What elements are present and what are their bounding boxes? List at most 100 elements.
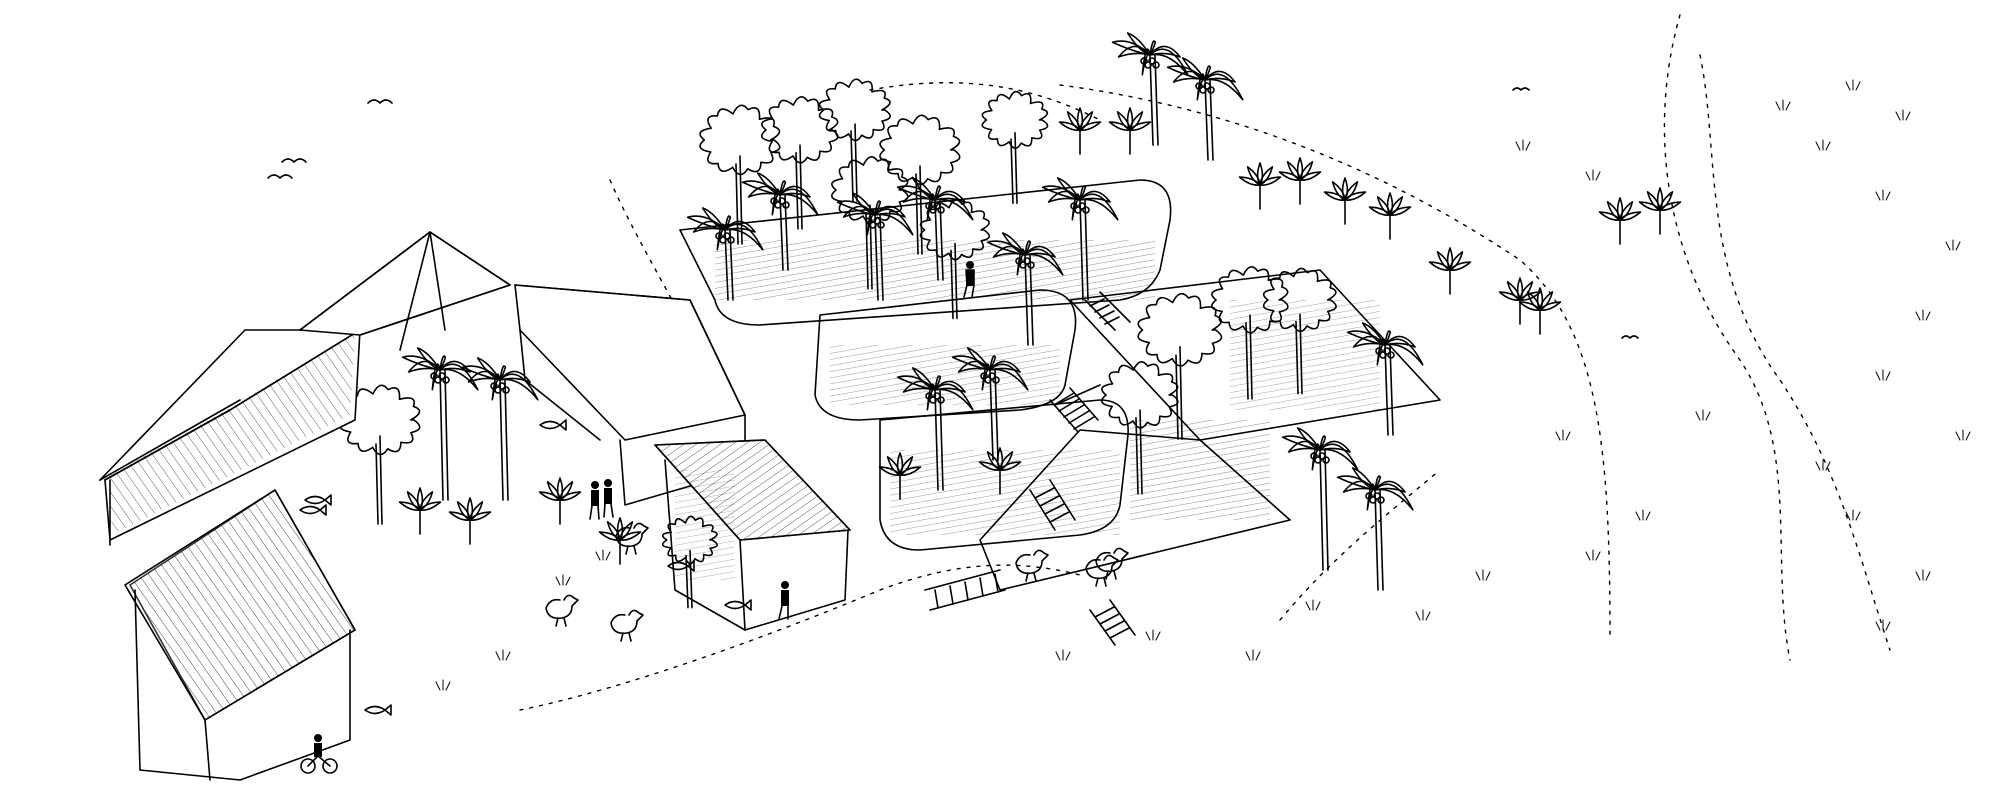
- tree: [981, 90, 1049, 204]
- grass-tuft: [1815, 139, 1831, 151]
- shrub: [448, 497, 492, 545]
- grass-tuft: [555, 574, 571, 586]
- grass-tuft: [1055, 649, 1071, 661]
- grass-tuft: [1875, 369, 1891, 381]
- building-back-tent: [299, 231, 511, 351]
- ladder: [1029, 479, 1076, 531]
- grass-tuft: [1775, 99, 1791, 111]
- grass-tuft: [1415, 609, 1431, 621]
- grass-tuft: [1895, 109, 1911, 121]
- shrub: [398, 487, 442, 535]
- fish-icon: [539, 419, 567, 431]
- ladder: [1089, 599, 1136, 646]
- shrub: [1108, 107, 1152, 155]
- tree: [919, 199, 991, 320]
- person: [589, 481, 600, 520]
- shrub: [1598, 197, 1642, 245]
- shrub: [1058, 107, 1102, 155]
- person: [778, 581, 789, 620]
- shrub: [1428, 247, 1472, 295]
- grass-tuft: [1955, 429, 1971, 441]
- palm-tree: [896, 177, 974, 281]
- shrubs: [398, 107, 1682, 565]
- tree: [1101, 361, 1179, 495]
- grass-tuft: [1695, 409, 1711, 421]
- grass-tuft: [1875, 619, 1891, 631]
- grass-tufts: [435, 79, 1971, 691]
- chickens: [545, 522, 1129, 642]
- garden-plots-right: [979, 269, 1441, 591]
- fish-icon: [667, 560, 695, 572]
- palm-tree: [896, 367, 974, 491]
- ladder: [1084, 291, 1131, 331]
- palm-tree: [1166, 57, 1244, 161]
- chicken: [610, 609, 644, 642]
- ladder: [1054, 384, 1101, 406]
- grass-tuft: [1245, 649, 1261, 661]
- palm-tree: [1281, 427, 1359, 571]
- building-right-shed: [654, 439, 851, 631]
- fish-icon: [364, 704, 392, 716]
- grass-tuft: [1915, 309, 1931, 321]
- chicken: [545, 594, 579, 627]
- palm-tree: [1111, 32, 1189, 146]
- grass-tuft: [1555, 429, 1571, 441]
- birds: [267, 87, 1639, 339]
- tree: [818, 78, 891, 202]
- shrub: [978, 447, 1022, 495]
- building-front: [124, 489, 356, 781]
- trees: [339, 78, 1337, 609]
- grass-tuft: [1585, 549, 1601, 561]
- grass-tuft: [1585, 169, 1601, 181]
- grass-tuft: [1145, 629, 1161, 641]
- shrub: [1323, 177, 1367, 225]
- building-left: [99, 329, 361, 546]
- shrub: [1498, 277, 1542, 325]
- shrub: [1238, 162, 1282, 210]
- person: [603, 479, 614, 518]
- fish-icon: [304, 494, 332, 506]
- fish-icon: [299, 504, 327, 516]
- shrub: [1278, 157, 1322, 205]
- raised-bed-middle: [814, 289, 1077, 421]
- grass-tuft: [1875, 189, 1891, 201]
- shrub: [538, 477, 582, 525]
- ladders: [924, 291, 1136, 646]
- chicken: [615, 522, 649, 555]
- grass-tuft: [1475, 569, 1491, 581]
- palm-tree: [951, 347, 1029, 461]
- grass-tuft: [595, 549, 611, 561]
- grass-tuft: [435, 679, 451, 691]
- grass-tuft: [1635, 509, 1651, 521]
- grass-tuft: [1845, 79, 1861, 91]
- chicken: [1015, 549, 1049, 582]
- person-with-bicycle: [300, 734, 338, 774]
- palm-tree: [401, 347, 479, 501]
- palm-tree: [986, 232, 1064, 346]
- grass-tuft: [1945, 239, 1961, 251]
- palm-tree: [1346, 322, 1424, 436]
- chicken: [1085, 554, 1119, 587]
- shrub: [1518, 287, 1562, 335]
- grass-tuft: [1915, 569, 1931, 581]
- tree: [1211, 266, 1289, 400]
- fish-icon: [724, 599, 752, 611]
- grass-tuft: [1515, 139, 1531, 151]
- person: [963, 261, 975, 298]
- shrub: [878, 452, 922, 500]
- grass-tuft: [495, 649, 511, 661]
- shrub: [598, 517, 642, 565]
- grass-tuft: [1815, 459, 1831, 471]
- palms: [401, 32, 1424, 591]
- people: [300, 261, 975, 774]
- grass-tuft: [1305, 599, 1321, 611]
- palm-tree: [461, 357, 539, 501]
- tree: [1137, 292, 1223, 441]
- palm-tree: [741, 172, 819, 271]
- palm-tree: [1336, 467, 1414, 591]
- tree: [879, 114, 961, 255]
- palm-tree: [836, 192, 914, 301]
- shrub: [1368, 192, 1412, 240]
- palm-tree: [1041, 177, 1119, 301]
